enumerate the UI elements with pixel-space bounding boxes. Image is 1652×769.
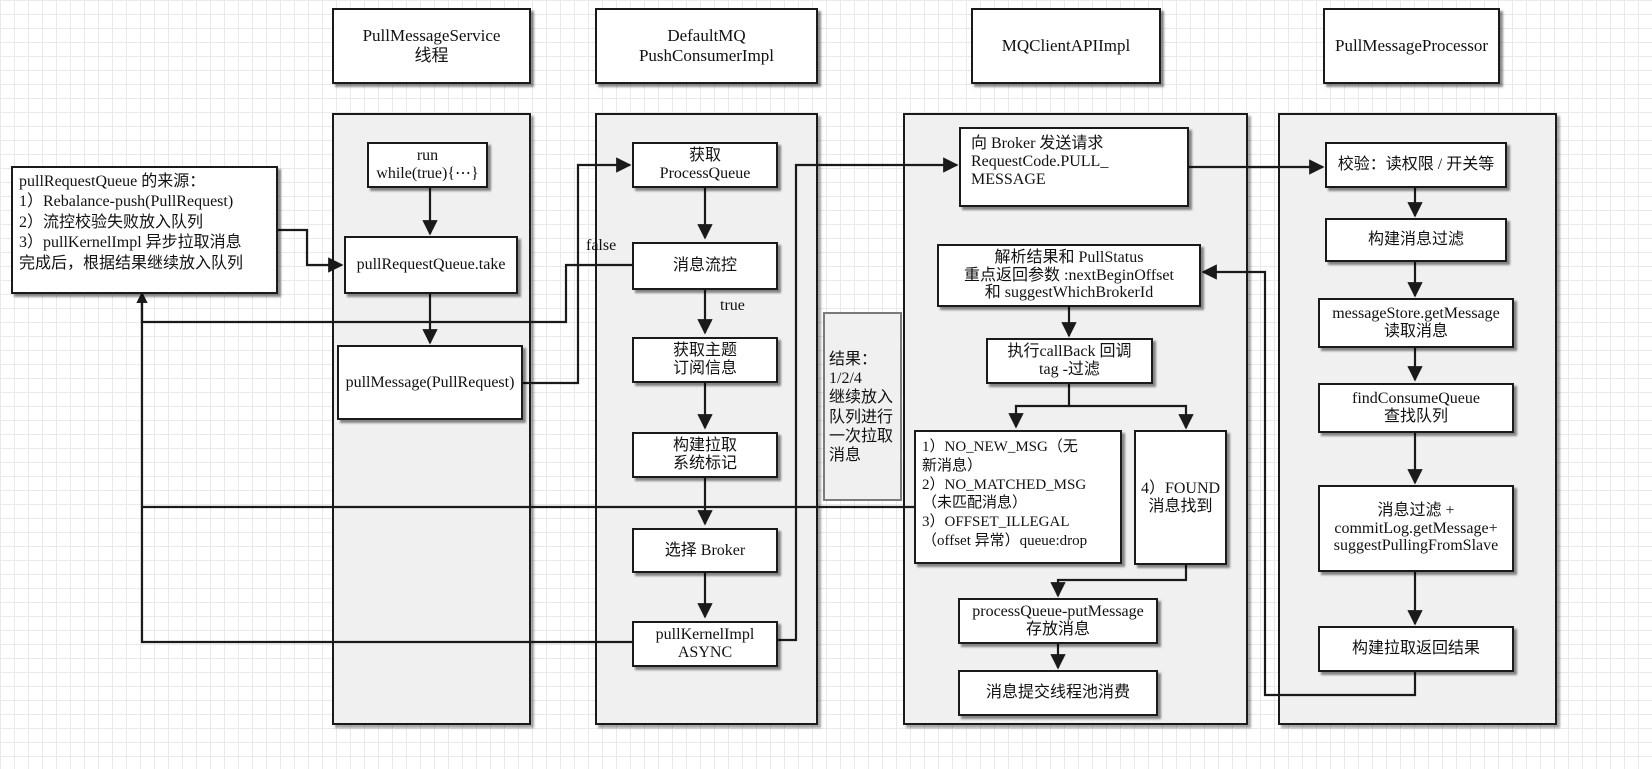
pull-status-list-label: 1）NO_NEW_MSG（无 新消息） 2）NO_MATCHED_MSG （未匹… (922, 439, 1088, 549)
find-consume-queue-label: findConsumeQueue 查找队列 (1352, 390, 1480, 425)
build-message-filter-box: 构建消息过滤 (1325, 218, 1507, 262)
header-mq-client-api-label: MQClientAPIImpl (1001, 36, 1131, 56)
run-loop-label: run while(true){⋯} (376, 147, 479, 182)
send-request-box: 向 Broker 发送请求 RequestCode.PULL_ MESSAGE (959, 127, 1189, 207)
store-get-message-box: messageStore.getMessage 读取消息 (1318, 298, 1514, 348)
header-pull-message-service: PullMessageService 线程 (332, 8, 531, 84)
false-label: false (586, 237, 617, 254)
header-mq-client-api: MQClientAPIImpl (971, 8, 1161, 84)
arrow-pullkernel-to-send (777, 157, 959, 642)
put-message-label: processQueue-putMessage 存放消息 (972, 603, 1144, 638)
parse-result-box: 解析结果和 PullStatus 重点返回参数 :nextBeginOffset… (937, 244, 1201, 307)
pull-message-label: pullMessage(PullRequest) (345, 373, 515, 391)
pull-kernel-impl-box: pullKernelImpl ASYNC (632, 621, 778, 667)
flow-control-box: 消息流控 (632, 242, 778, 290)
get-subscription-box: 获取主题 订阅信息 (632, 337, 778, 383)
found-label: 4）FOUND 消息找到 (1140, 479, 1221, 515)
get-subscription-label: 获取主题 订阅信息 (672, 342, 737, 377)
header-pull-message-processor: PullMessageProcessor (1323, 8, 1500, 84)
filter-commitlog-label: 消息过滤 + commitLog.getMessage+ suggestPull… (1333, 501, 1499, 555)
find-consume-queue-box: findConsumeQueue 查找队列 (1318, 383, 1514, 433)
header-default-mq-push-consumer: DefaultMQ PushConsumerImpl (595, 8, 818, 84)
filter-commitlog-box: 消息过滤 + commitLog.getMessage+ suggestPull… (1318, 485, 1514, 572)
put-message-box: processQueue-putMessage 存放消息 (958, 598, 1158, 644)
found-box: 4）FOUND 消息找到 (1134, 430, 1227, 565)
pull-message-box: pullMessage(PullRequest) (337, 345, 523, 420)
check-permission-box: 校验：读权限 / 开关等 (1325, 142, 1507, 188)
pull-request-queue-source-text: pullRequestQueue 的来源： 1）Rebalance-push(P… (19, 173, 244, 272)
run-loop-box: run while(true){⋯} (367, 142, 488, 188)
get-process-queue-box: 获取 ProcessQueue (632, 142, 778, 188)
store-get-message-label: messageStore.getMessage 读取消息 (1332, 305, 1500, 340)
build-pull-result-box: 构建拉取返回结果 (1318, 626, 1514, 672)
build-pull-flag-label: 构建拉取 系统标记 (672, 437, 737, 472)
result-note: 结果： 1/2/4 继续放入 队列进行 一次拉取 消息 (823, 312, 902, 501)
arrow-pullmessage-to-processqueue (523, 157, 632, 385)
arrow-source-to-take (278, 228, 344, 273)
header-pull-message-service-label: PullMessageService 线程 (362, 26, 501, 65)
arrow-found-to-putmessage (1050, 565, 1188, 598)
pull-request-queue-source: pullRequestQueue 的来源： 1）Rebalance-push(P… (11, 166, 278, 294)
submit-consume-label: 消息提交线程池消费 (985, 684, 1130, 702)
arrow-callback-to-split (1008, 384, 1071, 429)
header-pull-message-processor-label: PullMessageProcessor (1335, 36, 1488, 56)
true-label: true (720, 297, 745, 314)
pull-request-queue-take-label: pullRequestQueue.take (356, 256, 506, 274)
build-message-filter-label: 构建消息过滤 (1367, 231, 1464, 249)
flow-control-label: 消息流控 (672, 257, 737, 275)
send-request-label: 向 Broker 发送请求 RequestCode.PULL_ MESSAGE (971, 135, 1109, 188)
build-pull-result-label: 构建拉取返回结果 (1351, 640, 1480, 658)
callback-box: 执行callBack 回调 tag -过滤 (986, 338, 1153, 384)
arrow-status-to-source (136, 291, 914, 509)
pull-kernel-impl-label: pullKernelImpl ASYNC (655, 626, 755, 661)
arrow-pullkernel-to-source (140, 508, 632, 644)
pull-status-list-box: 1）NO_NEW_MSG（无 新消息） 2）NO_MATCHED_MSG （未匹… (914, 430, 1122, 564)
arrow-buildresult-to-parse (1201, 264, 1417, 697)
parse-result-label: 解析结果和 PullStatus 重点返回参数 :nextBeginOffset… (964, 248, 1174, 302)
callback-label: 执行callBack 回调 tag -过滤 (1007, 343, 1132, 378)
submit-consume-box: 消息提交线程池消费 (958, 670, 1158, 716)
pull-request-queue-take-box: pullRequestQueue.take (344, 236, 518, 294)
check-permission-label: 校验：读权限 / 开关等 (1337, 156, 1495, 174)
get-process-queue-label: 获取 ProcessQueue (659, 147, 751, 182)
select-broker-label: 选择 Broker (664, 541, 746, 559)
build-pull-flag-box: 构建拉取 系统标记 (632, 432, 778, 478)
arrow-split-to-found (1069, 404, 1194, 430)
select-broker-box: 选择 Broker (632, 528, 778, 573)
header-default-mq-push-consumer-label: DefaultMQ PushConsumerImpl (638, 26, 775, 65)
